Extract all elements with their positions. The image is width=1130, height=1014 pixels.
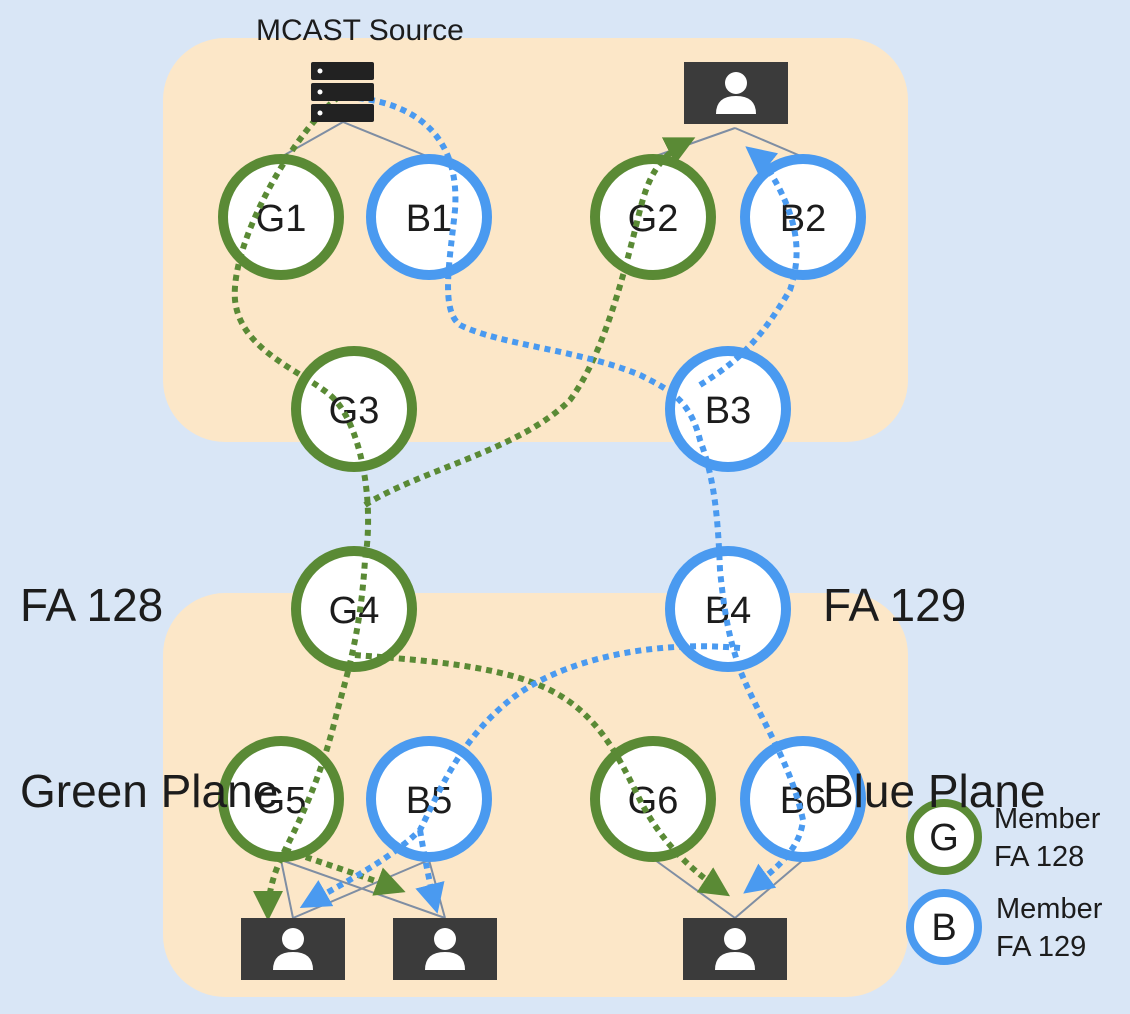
legend-blue-symbol: B xyxy=(906,889,982,965)
node-b2: B2 xyxy=(740,154,866,280)
legend-green-symbol: G xyxy=(906,799,982,875)
legend-green-fa: FA 128 xyxy=(994,841,1085,873)
legend-blue-fa: FA 129 xyxy=(996,931,1087,963)
user-terminal-icon xyxy=(241,918,345,980)
green-plane-name: Green Plane xyxy=(20,765,279,817)
user-terminal-icon xyxy=(393,918,497,980)
green-plane-fa: FA 128 xyxy=(20,579,164,631)
node-label: G5 xyxy=(256,780,307,822)
node-g3: G3 xyxy=(291,346,417,472)
node-label: G6 xyxy=(628,780,679,822)
node-g2: G2 xyxy=(590,154,716,280)
blue-plane-label: FA 129 Blue Plane xyxy=(823,450,1046,884)
green-plane-label: FA 128 Green Plane xyxy=(20,450,278,884)
node-b5: B5 xyxy=(366,736,492,862)
source-label: MCAST Source xyxy=(256,14,464,47)
server-icon xyxy=(311,62,374,122)
blue-plane-fa: FA 129 xyxy=(823,579,967,631)
user-terminal-icon xyxy=(684,62,788,124)
node-g6: G6 xyxy=(590,736,716,862)
legend-green-member: Member xyxy=(994,803,1101,835)
user-terminal-icon xyxy=(683,918,787,980)
blue-plane-name: Blue Plane xyxy=(823,765,1046,817)
node-label: G1 xyxy=(256,198,307,240)
legend-blue-text: Member FA 129 xyxy=(996,890,1102,966)
node-label: B2 xyxy=(780,198,826,240)
legend-blue-letter: B xyxy=(931,907,956,949)
node-label: B5 xyxy=(406,780,452,822)
legend-blue-member: Member xyxy=(996,893,1103,925)
node-label: B3 xyxy=(705,390,751,432)
legend-green-letter: G xyxy=(929,817,959,859)
node-g1: G1 xyxy=(218,154,344,280)
node-g4: G4 xyxy=(291,546,417,672)
node-label: G4 xyxy=(329,590,380,632)
node-label: B1 xyxy=(406,198,452,240)
node-b1: B1 xyxy=(366,154,492,280)
top-site-panel xyxy=(163,38,908,442)
blue-plane-paths xyxy=(299,95,807,914)
legend-green-text: Member FA 128 xyxy=(994,800,1100,876)
node-label: G3 xyxy=(329,390,380,432)
green-plane-paths xyxy=(231,87,731,921)
